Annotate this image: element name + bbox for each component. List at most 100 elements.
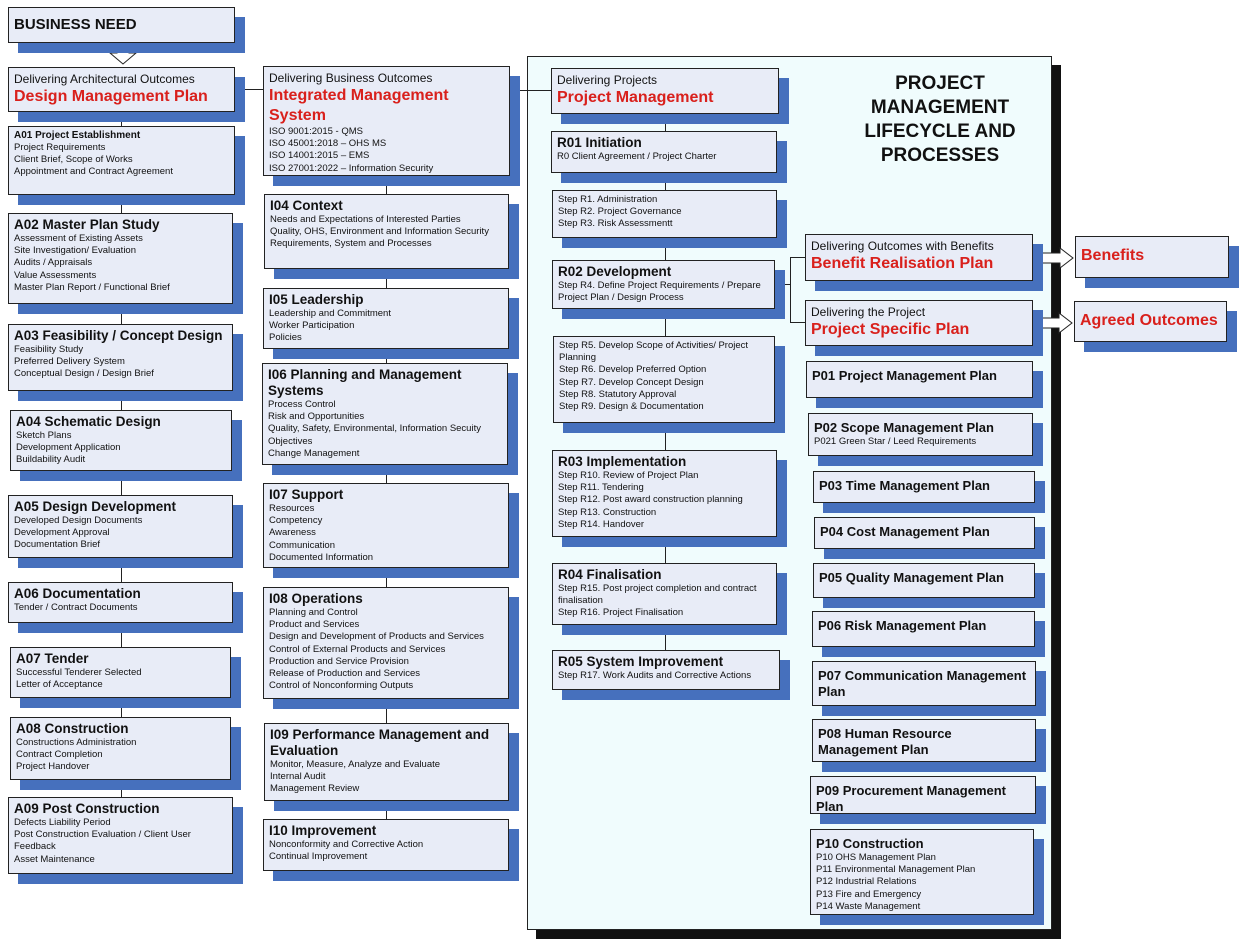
box-line: Post Construction Evaluation / Client Us… [14,829,191,853]
box-line: Communication [269,539,335,551]
header-subtitle: Delivering Outcomes with Benefits [811,239,994,253]
box-line: Step R1. Administration [558,194,658,205]
connector-line [234,89,264,90]
box-title: A03 Feasibility / Concept Design [14,328,223,343]
business-clause-box[interactable]: I09 Performance Management and Evaluatio… [264,723,509,801]
box-line: Quality, Safety, Environmental, Informat… [268,423,481,447]
box-line: Step R10. Review of Project Plan [558,470,699,481]
box-line: P12 Industrial Relations [816,876,917,888]
plan-box[interactable]: P08 Human Resource Management Plan [812,719,1036,762]
plan-box[interactable]: P07 Communication Management Plan [812,661,1036,706]
header-subtitle: Delivering Business Outcomes [269,71,433,85]
box-line: Development Approval [14,527,110,539]
agreed-outcomes-box[interactable]: Agreed Outcomes [1074,301,1227,342]
box-title: R05 System Improvement [558,654,724,669]
box-line: Project Handover [16,761,90,773]
box-line: Development Application [16,442,121,454]
box-line: Value Assessments [14,269,97,281]
plan-box[interactable]: P06 Risk Management Plan [812,611,1035,647]
box-title: A07 Tender [16,651,89,666]
box-title: P01 Project Management Plan [812,368,997,383]
box-title: R01 Initiation [557,135,642,150]
box-title: P09 Procurement Management Plan [816,783,1007,814]
box-line: Step R8. Statutory Approval [559,388,677,400]
business-need-label: BUSINESS NEED [14,16,137,33]
connector-line [509,90,552,91]
plan-box[interactable]: P01 Project Management Plan [806,361,1033,398]
project-phase-box[interactable]: Step R5. Develop Scope of Activities/ Pr… [553,336,775,423]
header-title: Design Management Plan [14,88,208,105]
box-title: P07 Communication Management Plan [818,668,1027,699]
plan-box[interactable]: P09 Procurement Management Plan [810,776,1036,814]
box-title: I04 Context [270,198,343,213]
benefits-outcome-box[interactable]: Benefits [1075,236,1229,278]
box-title: R03 Implementation [558,454,687,469]
box-line: Monitor, Measure, Analyze and Evaluate [270,759,441,770]
box-line: Successful Tenderer Selected [16,667,142,678]
box-line: Developed Design Documents [14,515,143,526]
box-line: Step R14. Handover [558,518,645,530]
box-line: Tender / Contract Documents [14,602,138,613]
box-title: A08 Construction [16,721,129,736]
box-line: Leadership and Commitment [269,308,391,319]
header-subtitle: Delivering Projects [557,73,658,87]
box-line: R0 Client Agreement / Project Charter [557,151,717,162]
box-line: Risk and Opportunities [268,411,365,423]
box-line: Appointment and Contract Agreement [14,166,173,178]
plan-box[interactable]: P05 Quality Management Plan [813,563,1035,598]
box-title: I08 Operations [269,591,363,606]
box-line: Needs and Expectations of Interested Par… [270,214,461,225]
box-line: P10 OHS Management Plan [816,852,936,863]
plan-box[interactable]: P03 Time Management Plan [813,471,1035,503]
box-line: Constructions Administration [16,737,137,748]
box-line: ISO 45001:2018 – OHS MS [269,138,387,150]
box-line: Design and Development of Products and S… [269,631,484,643]
box-line: Letter of Acceptance [16,679,103,691]
box-line: Documentation Brief [14,539,101,551]
box-line: Control of External Products and Service… [269,643,446,655]
box-line: Internal Audit [270,771,326,783]
plan-box[interactable]: P04 Cost Management Plan [814,517,1035,549]
box-title: I09 Performance Management and Evaluatio… [270,727,490,758]
box-line: Project Requirements [14,142,106,153]
box-line: Policies [269,332,302,344]
box-line: Assessment of Existing Assets [14,233,143,244]
box-line: Step R3. Risk Assessmentt [558,218,673,230]
business-need-box[interactable]: BUSINESS NEED [8,7,235,43]
box-line: Continual Improvement [269,851,368,863]
connector-line [790,322,805,323]
box-line: Step R15. Post project completion and co… [558,583,757,607]
header-subtitle: Delivering the Project [811,305,926,319]
box-title: A06 Documentation [14,586,141,601]
box-line: Step R6. Develop Preferred Option [559,364,707,376]
